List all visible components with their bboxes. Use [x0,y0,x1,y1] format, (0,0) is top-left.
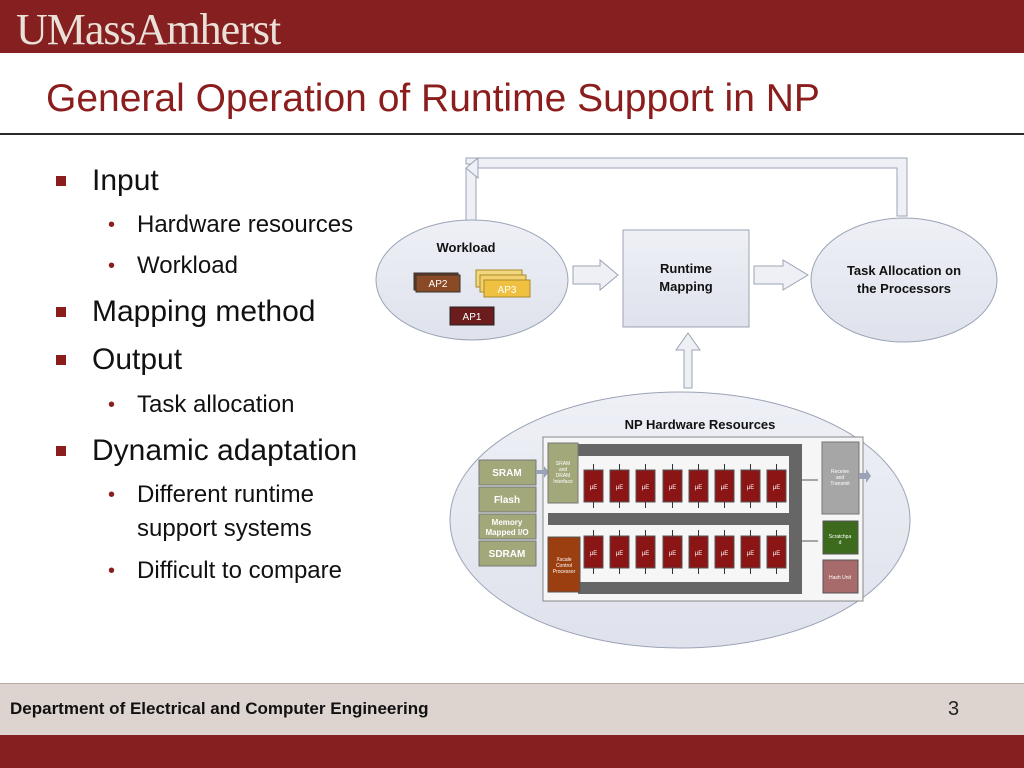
hash-unit: Hash Unit [829,575,852,581]
page-number: 3 [948,698,960,720]
square-bullet-icon [56,446,66,456]
mem-sram: SRAM [492,468,521,479]
xscale-1: Xscale [556,557,571,563]
microengine-label: µE [590,485,597,491]
arrow-to-runtime [572,258,619,292]
bottom-bar [0,735,1024,768]
bullet-output: Output [92,343,183,376]
bullet-difficult-to-compare: Difficult to compare [137,557,342,584]
mem-memory: Memory [492,518,523,527]
mem-flash: Flash [494,495,520,506]
square-bullet-icon [56,307,66,317]
microengine-label: µE [642,485,649,491]
mem-mapped-io: Mapped I/O [485,528,528,537]
task-label-1: Task Allocation on [847,263,961,278]
bullet-mapping-method: Mapping method [92,295,316,328]
microengine-label: µE [616,485,623,491]
if-interface: Interface [553,479,573,485]
title-divider [0,133,1024,135]
dot-bullet-icon: • [108,484,116,506]
microengine-label: µE [773,551,780,557]
microengine-label: µE [747,485,754,491]
workload-label: Workload [437,240,496,255]
square-bullet-icon [56,176,66,186]
header-bar: UMassAmherst [0,0,1024,53]
microengine-group: µE µE µE µE µE µE µE µE µE µE µE µE µE µE µE µE [583,464,787,574]
umass-logo: UMassAmherst [16,5,281,54]
microengine-label: µE [695,551,702,557]
scratchpad-1: Scratchpa [829,534,852,540]
mem-sdram: SDRAM [489,549,526,560]
bullet-different-runtime: Different runtime [137,481,314,508]
microengine-label: µE [669,551,676,557]
task-allocation-ellipse [810,217,998,343]
bullet-input: Input [92,164,159,197]
bullet-hardware-resources: Hardware resources [137,211,354,238]
dot-bullet-icon: • [108,560,116,582]
dot-bullet-icon: • [108,255,116,277]
if-and: and [559,467,568,473]
receive-1: Receive [831,469,849,475]
microengine-label: µE [721,551,728,557]
arrow-up-to-runtime [675,332,701,389]
scratchpad-2: d [839,540,842,546]
dot-bullet-icon: • [108,394,116,416]
task-label-2: the Processors [857,281,951,296]
app-ap2: AP2 [429,279,448,290]
microengine-label: µE [747,551,754,557]
microengine-label: µE [642,551,649,557]
bullet-support-systems: support systems [137,515,312,542]
microengine-label: µE [590,551,597,557]
runtime-label-2: Mapping [659,279,712,294]
xscale-3: Processor [553,569,576,575]
microengine-label: µE [695,485,702,491]
xscale-2: Control [556,563,572,569]
app-ap1: AP1 [463,312,482,323]
dot-bullet-icon: • [108,214,116,236]
receive-2: and [836,475,845,481]
microengine-label: µE [773,485,780,491]
bullet-task-allocation: Task allocation [137,391,295,418]
bullet-dynamic-adaptation: Dynamic adaptation [92,434,358,467]
if-sram: SRAM [556,461,570,467]
app-ap3: AP3 [498,285,517,296]
microengine-label: µE [721,485,728,491]
microengine-label: µE [616,551,623,557]
slide-title: General Operation of Runtime Support in … [46,77,820,120]
footer-band [0,683,1024,735]
runtime-mapping-box [622,229,750,328]
feedback-arrowhead [465,156,479,180]
square-bullet-icon [56,355,66,365]
receive-3: Transmit [830,481,850,487]
footer-department: Department of Electrical and Computer En… [10,699,429,718]
microengine-label: µE [669,485,676,491]
feedback-arrow [465,157,908,224]
runtime-label-1: Runtime [660,261,712,276]
bullet-workload: Workload [137,252,238,279]
hardware-label: NP Hardware Resources [625,417,776,432]
if-dram: DRAM [556,473,571,479]
arrow-to-task [753,259,809,291]
workload-ellipse [375,219,569,341]
